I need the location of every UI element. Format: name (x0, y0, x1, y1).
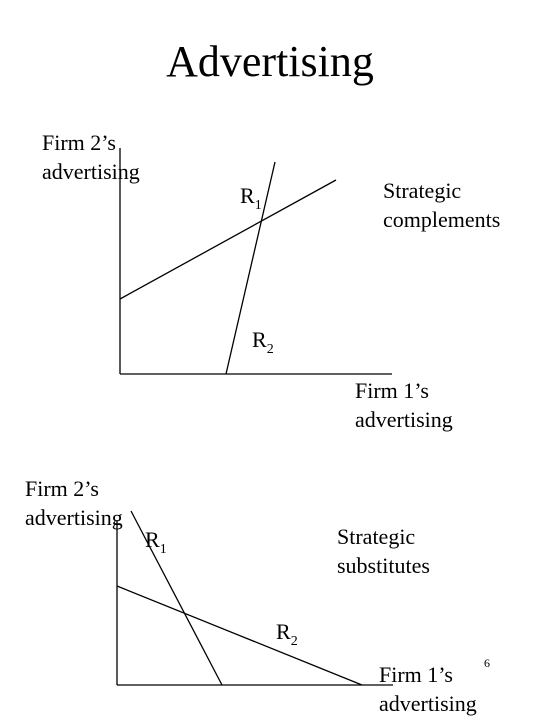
complements-r1-label: R1 (240, 184, 262, 218)
y-label-line-2: advertising (25, 505, 123, 530)
complements-x-axis-label: Firm 1’s advertising (355, 376, 453, 434)
substitutes-r1-label: R1 (145, 528, 167, 562)
y-label-line-1: Firm 2’s (42, 130, 116, 155)
substitutes-annotation: Strategic substitutes (337, 522, 430, 580)
slide-title: Advertising (166, 37, 374, 86)
curve-sub: 1 (159, 542, 167, 557)
substitutes-x-axis-label: Firm 1’s advertising (379, 660, 477, 718)
y-label-line-1: Firm 2’s (25, 476, 99, 501)
complements-annotation: Strategic complements (383, 176, 500, 234)
complements-r2-line (225, 161, 276, 375)
annotation-line-2: substitutes (337, 553, 430, 578)
curve-base: R (276, 619, 291, 644)
substitutes-diagram (116, 510, 393, 686)
page-number: 6 (484, 656, 490, 670)
x-label-line-1: Firm 1’s (379, 662, 453, 687)
complements-r1-line (119, 179, 337, 300)
curve-base: R (145, 527, 160, 552)
annotation-line-1: Strategic (383, 178, 462, 203)
substitutes-y-axis-label: Firm 2’s advertising (25, 474, 123, 532)
substitutes-r1-line (130, 510, 223, 686)
substitutes-r2-label: R2 (276, 620, 298, 654)
curve-sub: 2 (290, 634, 298, 649)
curve-base: R (240, 183, 255, 208)
curve-base: R (252, 327, 267, 352)
complements-y-axis-label: Firm 2’s advertising (42, 128, 140, 186)
x-label-line-2: advertising (355, 407, 453, 432)
annotation-line-1: Strategic (337, 524, 416, 549)
substitutes-r2-line (116, 585, 363, 686)
curve-sub: 1 (254, 198, 262, 213)
complements-r2-label: R2 (252, 328, 274, 362)
x-label-line-1: Firm 1’s (355, 378, 429, 403)
annotation-line-2: complements (383, 207, 501, 232)
curve-sub: 2 (266, 342, 274, 357)
x-label-line-2: advertising (379, 691, 477, 716)
y-label-line-2: advertising (42, 159, 140, 184)
complements-diagram (119, 148, 392, 375)
